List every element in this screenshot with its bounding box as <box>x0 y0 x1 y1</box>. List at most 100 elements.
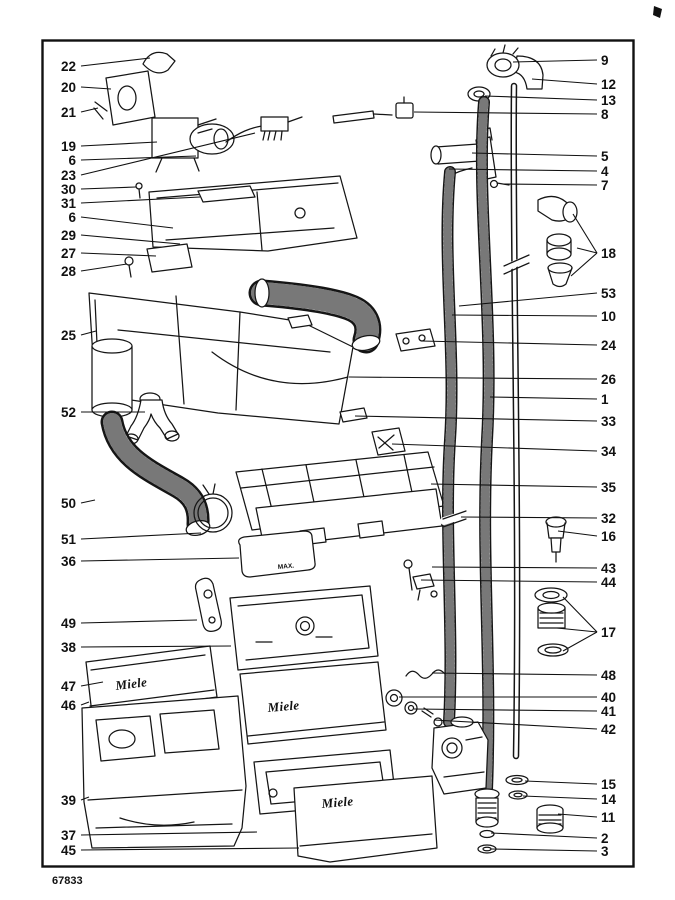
outlet-elbow-set <box>537 195 578 288</box>
leader-line-27 <box>80 252 157 257</box>
part-number-46: 46 <box>61 698 77 713</box>
leader-line-53 <box>458 292 598 307</box>
max-label: MAX. <box>278 563 295 571</box>
leader-line-34 <box>391 443 598 452</box>
part-number-33: 33 <box>601 414 617 429</box>
callout-labels-right: 9121385471853102426133343532164344174840… <box>348 53 617 859</box>
drain-hose-long <box>475 96 495 796</box>
part-number-21: 21 <box>61 105 77 120</box>
part-number-15: 15 <box>601 777 617 792</box>
leader-line-7 <box>502 183 598 186</box>
inlet-fitting <box>545 516 567 563</box>
part-number-9: 9 <box>601 53 609 68</box>
part-number-19: 19 <box>61 139 76 154</box>
leader-line-44 <box>420 579 598 583</box>
leader-line-30 <box>80 186 137 190</box>
leader-line-47 <box>80 681 104 687</box>
leader-line-11 <box>557 813 598 818</box>
leader-line-50 <box>80 499 96 504</box>
part-number-3: 3 <box>601 844 609 859</box>
leader-line-26 <box>348 376 598 380</box>
bottom-hose-fittings <box>474 788 500 854</box>
drain-hose <box>100 410 211 537</box>
leader-line-6 <box>80 216 174 229</box>
leader-line-22 <box>80 57 151 67</box>
part-number-31: 31 <box>61 196 77 211</box>
part-number-29: 29 <box>61 228 76 243</box>
brand-label-bottom: Miele <box>320 793 354 811</box>
siphon-frame <box>235 451 445 548</box>
part-number-7: 7 <box>601 178 609 193</box>
part-number-2: 2 <box>601 831 609 846</box>
part-number-49: 49 <box>61 616 76 631</box>
leader-line-37 <box>80 831 258 836</box>
part-number-48: 48 <box>601 668 617 683</box>
part-number-6: 6 <box>68 210 76 225</box>
part-number-30: 30 <box>61 182 76 197</box>
leader-line-41 <box>413 708 598 712</box>
clip-bracket <box>395 328 436 352</box>
part-number-6: 6 <box>68 153 76 168</box>
seal-squiggle <box>405 669 446 679</box>
hose-break-mark <box>440 510 470 528</box>
part-number-39: 39 <box>61 793 76 808</box>
part-number-50: 50 <box>61 496 76 511</box>
part-number-32: 32 <box>601 511 616 526</box>
part-number-38: 38 <box>61 640 77 655</box>
part-number-13: 13 <box>601 93 617 108</box>
part-number-25: 25 <box>61 328 77 343</box>
leader-line-33 <box>354 415 598 422</box>
leader-line-9 <box>512 59 598 63</box>
part-number-52: 52 <box>61 405 76 420</box>
leader-line-35 <box>430 483 598 488</box>
leader-line-14 <box>522 795 598 800</box>
part-number-27: 27 <box>61 246 76 261</box>
filter-screen-set <box>534 587 569 657</box>
leader-line-25 <box>80 330 97 336</box>
part-number-8: 8 <box>601 107 609 122</box>
part-number-53: 53 <box>601 286 617 301</box>
coupling-nut <box>536 804 564 834</box>
part-number-17: 17 <box>601 625 616 640</box>
part-number-18: 18 <box>601 246 617 261</box>
leader-line-38 <box>80 645 232 648</box>
part-number-37: 37 <box>61 828 76 843</box>
inlet-valve-assembly <box>93 51 235 173</box>
leader-line-18 <box>570 252 598 277</box>
part-number-47: 47 <box>61 679 76 694</box>
pipe-washers <box>505 774 529 800</box>
leader-line-43 <box>431 566 598 569</box>
part-number-16: 16 <box>601 529 617 544</box>
part-number-23: 23 <box>61 168 77 183</box>
part-number-22: 22 <box>61 59 76 74</box>
part-number-4: 4 <box>601 164 609 179</box>
leader-line-15 <box>524 780 598 785</box>
brand-label-top: Miele <box>114 674 148 693</box>
part-number-14: 14 <box>601 792 617 807</box>
leader-line-12 <box>531 78 598 85</box>
leader-line-31 <box>80 196 201 204</box>
outlet-pipe <box>501 82 533 760</box>
leader-line-32 <box>460 516 598 519</box>
leader-line-6 <box>80 155 197 161</box>
drawer-body <box>81 695 247 849</box>
leader-line-48 <box>431 672 598 676</box>
corner-artifact <box>653 6 662 18</box>
leader-line-19 <box>80 141 158 147</box>
miele-panel-mid: Miele <box>239 661 387 745</box>
drawing: MAX. Miele <box>81 44 578 863</box>
leader-line-3 <box>490 848 598 852</box>
leader-line-1 <box>489 396 598 400</box>
leader-line-16 <box>557 530 598 537</box>
max-container: MAX. <box>238 530 316 578</box>
leader-line-8 <box>413 111 598 115</box>
hose-clamp <box>193 483 233 533</box>
leader-line-5 <box>471 152 598 157</box>
cable-and-clip <box>332 96 414 124</box>
part-number-10: 10 <box>601 309 616 324</box>
leader-line-24 <box>420 340 598 346</box>
part-number-40: 40 <box>601 690 616 705</box>
drawer-upper-shell <box>229 585 379 671</box>
mounting-bracket <box>124 243 193 278</box>
leader-line-17 <box>562 596 598 633</box>
